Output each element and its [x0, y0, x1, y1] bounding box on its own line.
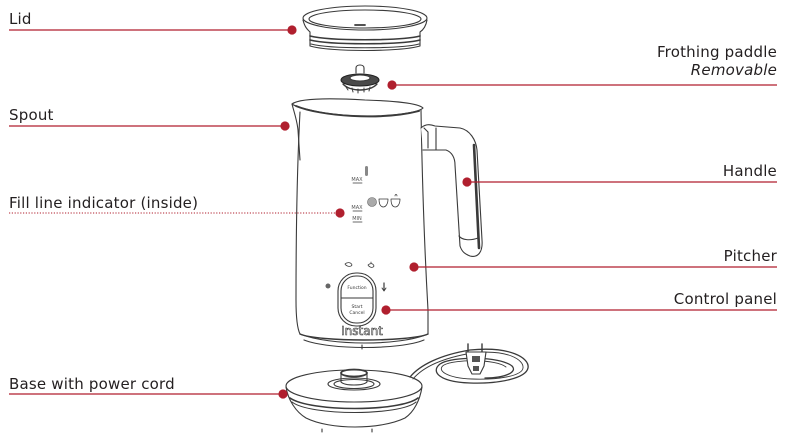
fill-line-indicator-label-text: Fill line indicator (inside) [9, 194, 199, 212]
base-with-power-cord-label: Base with power cord [9, 375, 175, 393]
max-mark-mid: MAX [351, 205, 363, 211]
frothing-paddle-marker-dot [387, 80, 397, 90]
base-with-power-cord-marker-dot [278, 389, 288, 399]
callout-lines [9, 25, 777, 399]
control-panel-label: Control panel [674, 290, 777, 308]
fill-line-indicator-label: Fill line indicator (inside) [9, 194, 198, 212]
brand-logo: Instant [341, 324, 383, 338]
handle-drawing [420, 124, 483, 257]
lid-label: Lid [9, 10, 32, 28]
frothing-paddle-sublabel-text: Removable [690, 61, 777, 79]
max-mark-top: MAX [351, 177, 363, 183]
control-panel-label-text: Control panel [673, 290, 777, 308]
min-mark: MIN [352, 216, 362, 222]
base-drawing [285, 343, 529, 433]
control-panel-drawing [325, 261, 387, 327]
fill-line-indicator-marker-dot [335, 208, 345, 218]
fill-marks-drawing [352, 166, 401, 223]
control-panel-marker-dot [381, 305, 391, 315]
lid-marker-dot [287, 25, 297, 35]
frothing-paddle-drawing [340, 64, 380, 94]
start-cancel-button-label: Start [352, 304, 363, 310]
pitcher-label-text: Pitcher [723, 247, 777, 265]
pitcher-drawing [291, 98, 429, 350]
spout-label-text: Spout [9, 106, 54, 124]
spout-marker-dot [280, 121, 290, 131]
lid-drawing [302, 5, 428, 52]
function-button-label: Function [347, 285, 366, 291]
handle-label-text: Handle [722, 162, 777, 180]
start-cancel-button-label-2: Cancel [349, 310, 364, 316]
pitcher-marker-dot [409, 262, 419, 272]
handle-marker-dot [462, 177, 472, 187]
spout-label: Spout [9, 106, 54, 124]
pitcher-label: Pitcher [724, 247, 777, 265]
base-with-power-cord-label-text: Base with power cord [9, 375, 175, 393]
lid-label-text: Lid [9, 10, 32, 28]
frothing-paddle-label-text: Frothing paddle [656, 43, 777, 61]
handle-label: Handle [723, 162, 777, 180]
